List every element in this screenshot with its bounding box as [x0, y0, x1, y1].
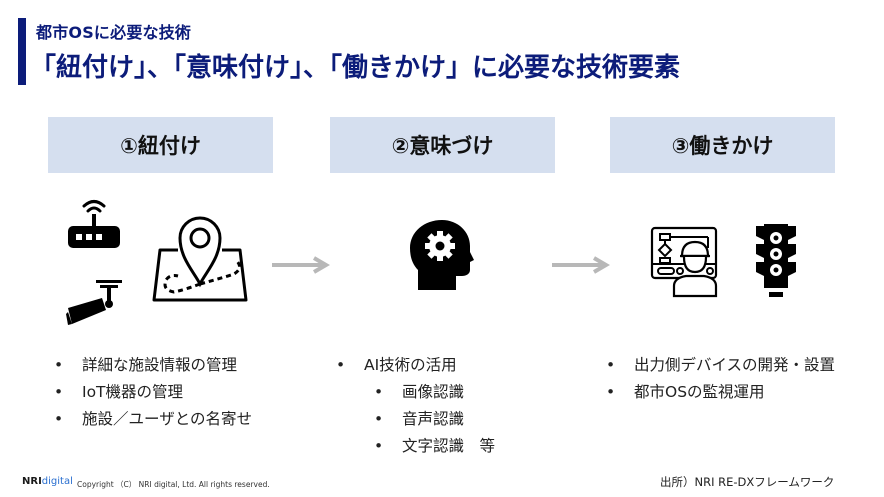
map-pin-route-icon: [152, 216, 248, 302]
list-item: •出力側デバイスの開発・設置: [606, 356, 836, 374]
list-subitem: •画像認識: [374, 383, 465, 401]
title-accent-bar: [18, 18, 26, 85]
meaning-items-list: •AI技術の活用 •画像認識 •音声認識 •文字認識 等: [336, 352, 495, 460]
step-box-meaning: ②意味づけ: [330, 117, 555, 173]
copyright-text: Copyright （C） NRI digital, Ltd. All righ…: [77, 480, 270, 489]
list-item: •詳細な施設情報の管理: [54, 356, 238, 374]
list-subitem: •音声認識: [374, 410, 465, 428]
step-box-linking: ①紐付け: [48, 117, 273, 173]
worker-monitor-icon: [650, 226, 718, 298]
step-label: ②意味づけ: [391, 134, 494, 158]
head-gear-icon: [410, 220, 474, 290]
page-title: 「紐付け」、「意味付け」、「働きかけ」に必要な技術要素: [30, 53, 681, 83]
nri-digital-logo: NRIdigital: [22, 476, 73, 487]
list-item: •AI技術の活用: [336, 356, 457, 374]
linking-items-list: •詳細な施設情報の管理 •IoT機器の管理 •施設／ユーザとの名寄せ: [54, 352, 252, 433]
list-item: •施設／ユーザとの名寄せ: [54, 410, 253, 428]
arrow-right-icon: [552, 256, 610, 274]
arrow-right-icon: [272, 256, 330, 274]
step-label: ③働きかけ: [671, 134, 774, 158]
traffic-light-icon: [756, 224, 796, 297]
security-camera-icon: [66, 280, 122, 325]
page-subtitle: 都市OSに必要な技術: [36, 23, 192, 42]
step-label: ①紐付け: [120, 134, 201, 158]
list-subitem: •文字認識 等: [374, 437, 496, 455]
action-items-list: •出力側デバイスの開発・設置 •都市OSの監視運用: [606, 352, 835, 406]
wifi-router-icon: [68, 200, 120, 248]
list-item: •IoT機器の管理: [54, 383, 184, 401]
list-item: •都市OSの監視運用: [606, 383, 765, 401]
step-box-action: ③働きかけ: [610, 117, 835, 173]
source-citation: 出所）NRI RE-DXフレームワーク: [660, 475, 835, 489]
